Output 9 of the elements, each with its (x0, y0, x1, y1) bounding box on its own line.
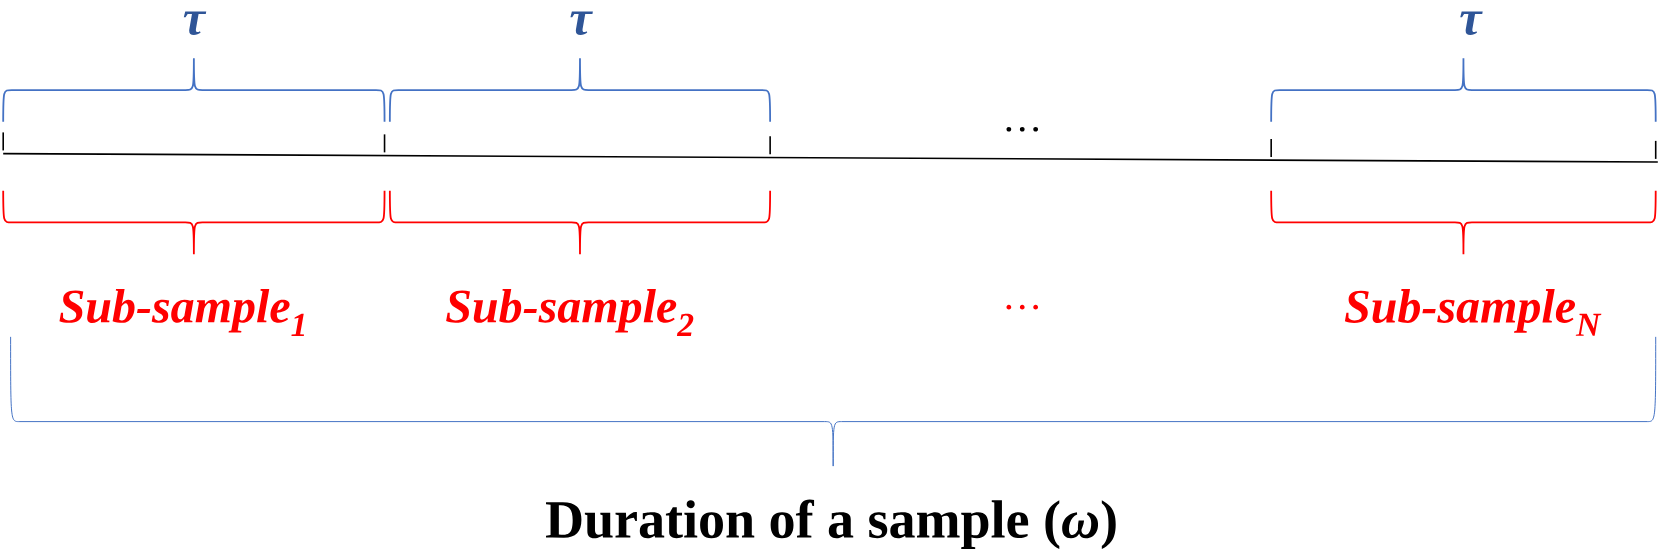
ellipsis: … (1006, 304, 1038, 310)
sub-sample-label: Sub-sample$_{1}$ (59, 289, 305, 336)
sub-sample-label: Sub-sample$_{N}$ (1344, 289, 1602, 336)
tau-symbol: τ (1460, 11, 1483, 35)
duration-label: Duration of a sample (ω) (546, 499, 1116, 550)
tau-symbol: τ (570, 11, 593, 35)
tau-symbol: τ (183, 11, 207, 35)
ellipsis: … (1006, 126, 1038, 132)
sub-sample-label: Sub-sample$_{2}$ (446, 289, 694, 336)
